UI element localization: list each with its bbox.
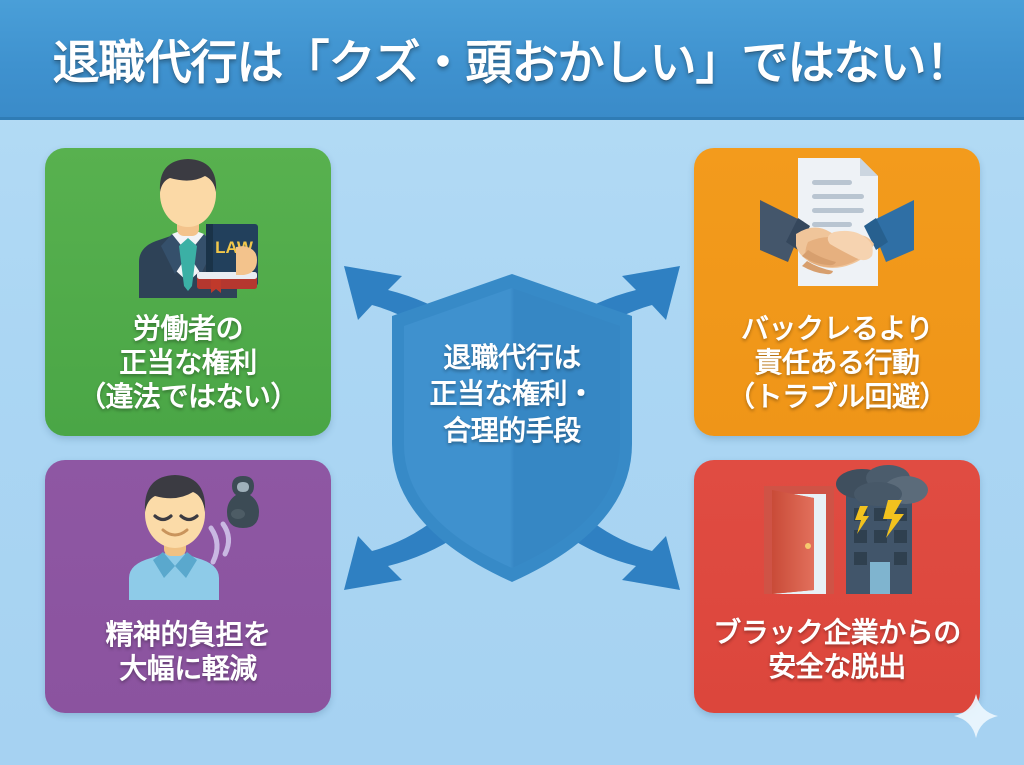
card-label: バックレるより 責任ある行動 （トラブル回避） xyxy=(694,312,980,414)
center-shield-group: 退職代行は 正当な権利・ 合理的手段 xyxy=(332,248,692,608)
card-label-line: 労働者の xyxy=(132,313,244,344)
card-label-line: （違法ではない） xyxy=(77,381,299,413)
card-responsible-action[interactable]: バックレるより 責任ある行動 （トラブル回避） xyxy=(694,148,980,436)
open-door-storm-building-icon xyxy=(694,460,980,600)
card-label-line: 安全な脱出 xyxy=(768,651,906,683)
card-label-line: 責任ある行動 xyxy=(754,347,920,379)
card-label-line: （トラブル回避） xyxy=(726,381,948,413)
card-label-line: バックレるより xyxy=(741,313,933,344)
card-label: 労働者の 正当な権利 （違法ではない） xyxy=(45,312,331,414)
relieved-person-weight-lifted-icon xyxy=(45,460,331,600)
card-label: 精神的負担を 大幅に軽減 xyxy=(45,618,331,686)
page-title: 退職代行は「クズ・頭おかしい」ではない！ xyxy=(52,36,972,89)
card-label: ブラック企業からの 安全な脱出 xyxy=(694,616,980,684)
card-label-line: 正当な権利 xyxy=(119,347,257,379)
card-label-line: 精神的負担を xyxy=(105,619,271,650)
lawyer-with-law-book-icon: LAW xyxy=(45,148,331,298)
header-banner: 退職代行は「クズ・頭おかしい」ではない！ xyxy=(0,0,1024,120)
card-label-line: ブラック企業からの xyxy=(713,617,961,648)
card-mental-relief[interactable]: 精神的負担を 大幅に軽減 xyxy=(45,460,331,713)
card-worker-right[interactable]: LAW 労働者の 正当な権利 （違法ではない） xyxy=(45,148,331,436)
card-label-line: 大幅に軽減 xyxy=(119,653,257,685)
handshake-over-document-icon xyxy=(694,148,980,298)
sparkle-icon xyxy=(954,694,998,738)
shield-icon xyxy=(392,274,632,582)
card-safe-escape[interactable]: ブラック企業からの 安全な脱出 xyxy=(694,460,980,713)
